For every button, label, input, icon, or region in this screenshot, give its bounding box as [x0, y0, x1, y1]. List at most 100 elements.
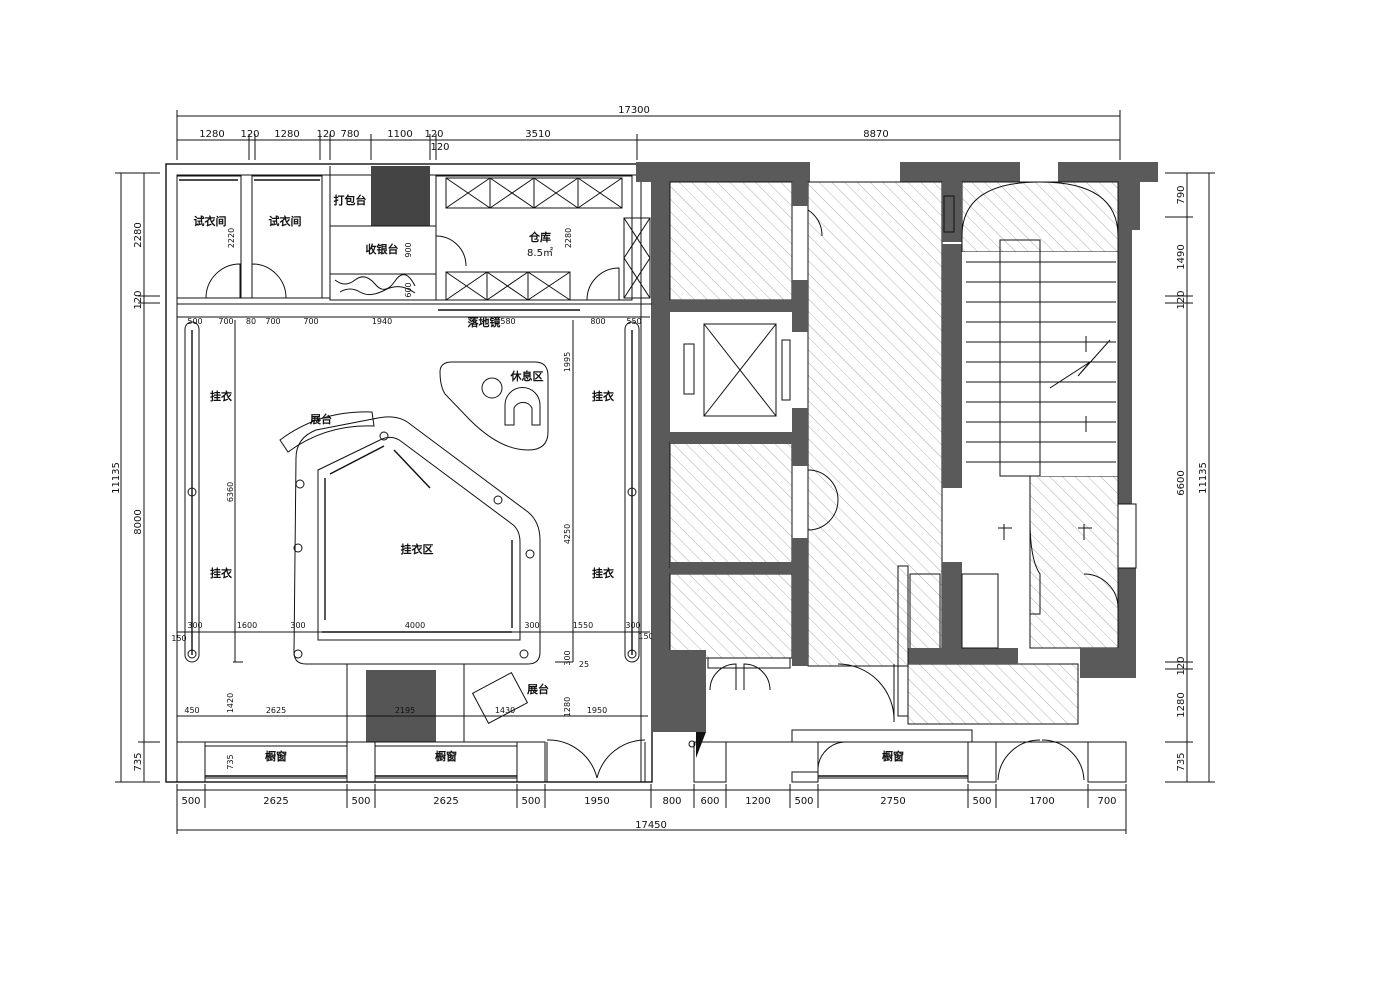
dim-top-seg: 1280: [199, 129, 224, 140]
dim-inner: 2195: [395, 706, 415, 715]
dim-top-seg: 780: [340, 129, 359, 140]
label-display-bottom: 展台: [526, 682, 549, 696]
dim-inner: 500: [187, 317, 202, 326]
dim-top-seg: 3510: [525, 129, 550, 140]
dim-inner: 300: [187, 621, 202, 630]
dim-right-seg: 1280: [1176, 692, 1187, 717]
dim-left-seg: 2280: [133, 222, 144, 247]
dim-inner: 1280: [563, 697, 572, 717]
dim-inner: 1995: [563, 352, 572, 372]
dim-top-seg: 1100: [387, 129, 412, 140]
dim-inner: 800: [590, 317, 605, 326]
room-labels: 试衣间 试衣间 打包台 收银台 仓库 8.5㎡ 落地镜 休息区 展台 挂衣区 挂…: [194, 193, 905, 763]
dim-inner: 1600: [237, 621, 257, 630]
dim-inner: 150: [638, 632, 653, 641]
label-window-3: 橱窗: [882, 749, 904, 763]
bottom-dimensions: 500 2625 500 2625 500 1950 800 600 1200 …: [176, 784, 1127, 834]
dim-inner: 735: [226, 754, 235, 769]
dim-inner: 1950: [587, 706, 607, 715]
label-hanging-left-bottom: 挂衣: [210, 566, 233, 580]
left-dimensions: 11135 2280 120 8000 735: [111, 172, 160, 783]
label-warehouse-area: 8.5㎡: [527, 247, 553, 259]
label-window-1: 橱窗: [265, 749, 287, 763]
dim-right-total: 11135: [1198, 462, 1209, 494]
top-dimensions: 17300 1280 120 1280 120 780 1100 120 351…: [176, 105, 1121, 160]
dim-top-seg: 120: [424, 129, 443, 140]
label-hanging-right-top: 挂衣: [592, 389, 615, 403]
dim-inner: 1430: [495, 706, 515, 715]
label-packing: 打包台: [334, 193, 367, 207]
dim-left-seg: 8000: [133, 509, 144, 534]
stair-treads: [966, 261, 1116, 463]
dim-inner: 300: [524, 621, 539, 630]
dim-top-total: 17300: [618, 105, 650, 116]
dim-bottom-seg: 1700: [1029, 796, 1054, 807]
dim-inner: 2625: [266, 706, 286, 715]
dim-right-seg: 790: [1176, 185, 1187, 204]
dim-inner: 6360: [226, 482, 235, 502]
dim-inner: 300: [563, 650, 572, 665]
label-fitting-room-2: 试衣间: [269, 214, 302, 228]
dim-left-seg: 120: [133, 290, 144, 309]
dim-left-total: 11135: [111, 462, 122, 494]
dim-bottom-seg: 500: [794, 796, 813, 807]
dim-inner: 4000: [405, 621, 425, 630]
label-fitting-room-1: 试衣间: [194, 214, 227, 228]
dim-bottom-seg: 2625: [433, 796, 458, 807]
label-cashier: 收银台: [366, 242, 399, 256]
label-window-2: 橱窗: [435, 749, 457, 763]
dim-inner: 600: [404, 282, 413, 297]
dim-inner: 300: [625, 621, 640, 630]
dim-bottom-total: 17450: [635, 820, 667, 831]
dim-inner: 150: [171, 634, 186, 643]
label-mirror: 落地镜: [468, 315, 501, 329]
label-hanging-left-top: 挂衣: [210, 389, 233, 403]
label-hanging-area: 挂衣区: [401, 542, 434, 556]
dim-bottom-seg: 500: [521, 796, 540, 807]
dim-bottom-seg: 500: [351, 796, 370, 807]
dim-inner: 1940: [372, 317, 392, 326]
dim-top-extra: 120: [430, 142, 449, 153]
dim-inner: 1420: [226, 693, 235, 713]
label-display-top: 展台: [309, 412, 332, 426]
dim-inner: 80: [246, 317, 256, 326]
dim-bottom-seg: 2625: [263, 796, 288, 807]
dim-bottom-seg: 500: [181, 796, 200, 807]
dim-inner: 900: [404, 242, 413, 257]
dim-bottom-seg: 2750: [880, 796, 905, 807]
dim-inner: 450: [184, 706, 199, 715]
shop-area: [165, 163, 653, 783]
dim-inner: 700: [218, 317, 233, 326]
right-dimensions: 790 1490 120 6600 120 1280 735 11135: [1165, 172, 1215, 783]
dim-inner: 25: [579, 660, 589, 669]
dim-top-seg: 120: [240, 129, 259, 140]
dim-inner: 2220: [227, 228, 236, 248]
dim-left-seg: 735: [133, 752, 144, 771]
dim-inner: 550: [626, 317, 641, 326]
dim-bottom-seg: 1200: [745, 796, 770, 807]
label-warehouse: 仓库: [528, 230, 551, 244]
dim-bottom-seg: 600: [700, 796, 719, 807]
dim-bottom-seg: 1950: [584, 796, 609, 807]
dim-bottom-seg: 500: [972, 796, 991, 807]
dim-right-seg: 735: [1176, 752, 1187, 771]
label-rest-area: 休息区: [510, 369, 544, 383]
dim-inner: 1550: [573, 621, 593, 630]
dim-bottom-seg: 800: [662, 796, 681, 807]
dim-inner: 300: [290, 621, 305, 630]
dim-right-seg: 120: [1176, 290, 1187, 309]
dim-top-seg: 120: [316, 129, 335, 140]
dim-top-seg: 8870: [863, 129, 888, 140]
building-core: [636, 162, 1158, 783]
dim-inner: 700: [265, 317, 280, 326]
dim-inner: 700: [303, 317, 318, 326]
dim-inner: 4250: [563, 524, 572, 544]
dim-right-seg: 6600: [1176, 470, 1187, 495]
dim-right-seg: 120: [1176, 656, 1187, 675]
dim-inner: 580: [500, 317, 515, 326]
dim-inner: 2280: [564, 228, 573, 248]
dim-bottom-seg: 700: [1097, 796, 1116, 807]
label-hanging-right-bottom: 挂衣: [592, 566, 615, 580]
dim-top-seg: 1280: [274, 129, 299, 140]
